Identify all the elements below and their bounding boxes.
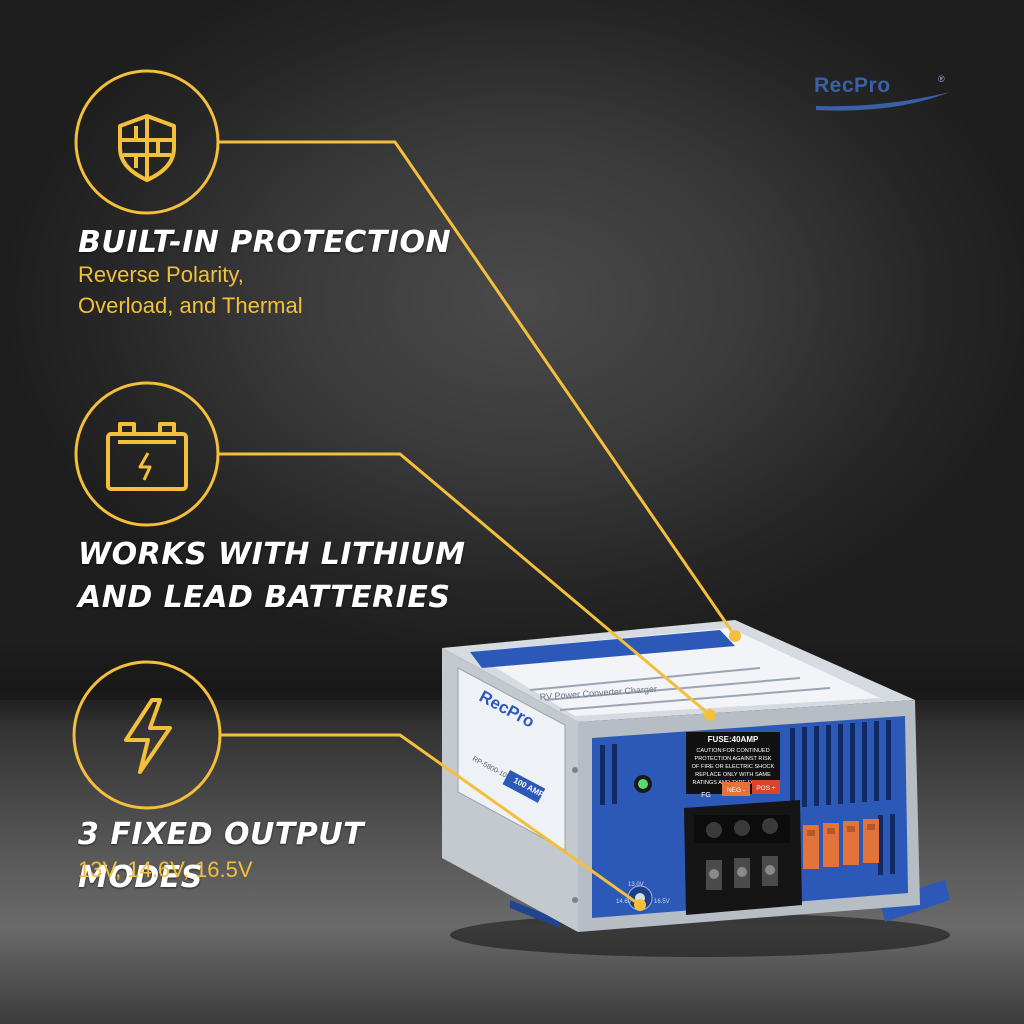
- shield-icon: [118, 114, 176, 182]
- callout-dot: [634, 899, 646, 911]
- callout-line-output-modes: [220, 733, 641, 907]
- brand-swoosh: [816, 92, 950, 111]
- mode-label: 14.6V: [616, 899, 632, 905]
- mode-label: 13.0V: [628, 882, 644, 888]
- brand-logo: RecPro ®: [814, 74, 954, 122]
- side-label-sticker: [457, 667, 566, 851]
- caution-text-line: PROTECTION AGAINST RISK: [695, 756, 772, 762]
- blade-fuses: [803, 819, 879, 869]
- terminal-block: [684, 800, 802, 915]
- screw: [572, 897, 578, 903]
- callout-dot: [704, 709, 716, 721]
- top-label-stripe: [470, 630, 735, 668]
- caution-text-line: CAUTION:FOR CONTINUED: [696, 748, 769, 754]
- terminal-label-neg-bg: [722, 782, 750, 796]
- icon-circle: [74, 381, 220, 527]
- caution-text-line: REPLACE ONLY WITH SAME: [695, 772, 771, 778]
- vent-slots: [600, 720, 895, 875]
- feature-title-line: WORKS WITH LITHIUM: [78, 537, 466, 572]
- feature-title-line: AND LEAD BATTERIES: [78, 579, 451, 615]
- callout-line-batteries: [218, 452, 711, 717]
- mode-label: 16.5V: [654, 899, 670, 905]
- top-label-text-lines: [529, 667, 831, 711]
- mounting-foot-left-lower: [510, 900, 560, 928]
- status-led: [638, 779, 648, 789]
- feature-subtitle-output-modes: 13V, 14.6V, 16.5V: [78, 857, 253, 882]
- feature-subtitle-line: Overload, and Thermal: [78, 292, 303, 318]
- feature-title-batteries: WORKS WITH LITHIUM AND LEAD BATTERIES: [78, 534, 498, 619]
- caution-text-line: OF FIRE OR ELECTRIC SHOCK: [692, 764, 775, 770]
- callout-dot: [729, 630, 741, 642]
- callout-line-protection: [218, 140, 737, 637]
- brand-registered-mark: ®: [938, 74, 945, 84]
- icon-circle: [72, 660, 222, 810]
- feature-title-output-modes: 3 FIXED OUTPUT MODES: [78, 817, 365, 895]
- callout-lines: [218, 140, 737, 907]
- feature-subtitle-line: Reverse Polarity,: [78, 262, 244, 287]
- icon-circle-group: [72, 69, 222, 810]
- converter-charger-unit: FUSE:40AMP CAUTION:FOR CONTINUED PROTECT…: [442, 620, 950, 957]
- terminal-label-pos-bg: [752, 780, 780, 794]
- lightning-icon: [124, 698, 172, 774]
- screw: [572, 767, 578, 773]
- terminal-label-neg: NEG -: [727, 787, 745, 794]
- fuse-rating-text: FUSE:40AMP: [708, 735, 759, 744]
- terminal-label-pos: POS +: [756, 785, 776, 792]
- battery-icon: [106, 422, 188, 491]
- side-amp-badge: [502, 770, 546, 803]
- feature-title-protection: BUILT-IN PROTECTION: [78, 225, 452, 260]
- icon-circle: [74, 69, 220, 215]
- feature-subtitle-protection: Reverse Polarity, Overload, and Thermal: [78, 260, 438, 322]
- terminal-label-fg: FG: [701, 792, 711, 799]
- brand-name: RecPro: [814, 74, 891, 97]
